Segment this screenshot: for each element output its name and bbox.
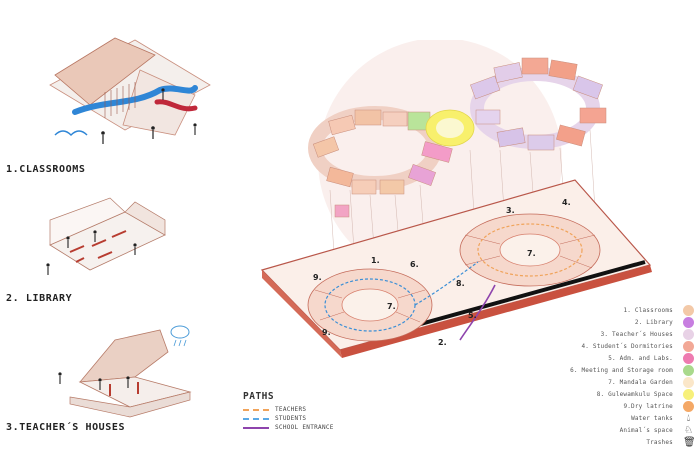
legend-label: 5. Adm. and Labs. [608, 355, 673, 362]
plan-number-9b: 9. [322, 328, 331, 337]
library-isometric-drawing [46, 197, 166, 275]
plan-number-4: 4. [562, 198, 571, 207]
plan-number-5: 5. [468, 311, 477, 320]
paths-title: PATHS [243, 391, 275, 402]
teachers-path-line [243, 408, 269, 411]
classrooms-section-title: 1.CLASSROOMS [6, 164, 86, 175]
legend-item-dormitories: 4. Student´s Dormitories [581, 341, 694, 352]
legend-label: Animal´s space [619, 427, 673, 434]
animal-icon: ♘ [684, 425, 693, 436]
legend-label: 2. Library [634, 319, 673, 326]
legend-swatch [683, 377, 694, 388]
legend-item-dry-latrine: 9.Dry latrine [623, 401, 694, 412]
legend-label: 3. Teacher´s Houses [600, 331, 673, 338]
legend-item-classrooms: 1. Classrooms [623, 305, 694, 316]
legend-item-gulewamkulu: 8. Gulewamkulu Space [597, 389, 694, 400]
students-path-line [243, 417, 269, 420]
plan-number-9a: 9. [313, 273, 322, 282]
legend-label: 1. Classrooms [623, 307, 673, 314]
legend-swatch [683, 365, 694, 376]
water-drop-icon: 💧︎ [686, 413, 691, 424]
path-students: STUDENTS [243, 414, 306, 423]
legend-item-teachers-houses: 3. Teacher´s Houses [601, 329, 694, 340]
path-school-entrance: SCHOOL ENTRANCE [243, 423, 334, 432]
plan-number-6: 6. [410, 260, 419, 269]
legend-item-animals-space: Animal´s space ♘ [620, 425, 694, 436]
legend-item-adm-labs: 5. Adm. and Labs. [608, 353, 694, 364]
legend-swatch [683, 389, 694, 400]
legend-label: 9.Dry latrine [623, 403, 673, 410]
plan-number-2: 2. [438, 338, 447, 347]
legend-item-library: 2. Library [635, 317, 694, 328]
legend-label: 7. Mandala Garden [608, 379, 673, 386]
plan-number-1: 1. [371, 256, 380, 265]
legend-label: 4. Student´s Dormitories [581, 343, 673, 350]
library-section-title: 2. LIBRARY [6, 293, 73, 304]
classrooms-isometric-drawing [49, 37, 211, 144]
school-entrance-path-line [243, 426, 269, 429]
legend-label: 6. Meeting and Storage room [570, 367, 673, 374]
legend-item-water-tanks: Water tanks 💧︎ [631, 413, 694, 424]
plan-number-7b: 7. [527, 249, 536, 258]
plan-number-8: 8. [456, 279, 465, 288]
path-teachers: TEACHERS [243, 405, 306, 414]
legend-swatch [683, 329, 694, 340]
trash-icon: 🗑︎ [683, 437, 696, 448]
legend-swatch [683, 401, 694, 412]
students-path-label: STUDENTS [275, 415, 307, 422]
legend-label: Trashes [646, 439, 673, 446]
legend-item-meeting-storage: 6. Meeting and Storage room [570, 365, 694, 376]
legend-item-trashes: Trashes 🗑︎ [646, 437, 696, 448]
site-plan-diagram [260, 40, 652, 358]
teachers-path-label: TEACHERS [275, 406, 307, 413]
school-entrance-path-label: SCHOOL ENTRANCE [275, 424, 334, 431]
legend-label: Water tanks [631, 415, 673, 422]
plan-number-3: 3. [506, 206, 515, 215]
teachers-houses-section-title: 3.TEACHER´S HOUSES [6, 422, 126, 433]
teachers-houses-isometric-drawing [58, 325, 192, 418]
legend-swatch [683, 341, 694, 352]
legend-item-mandala-garden: 7. Mandala Garden [608, 377, 694, 388]
legend-swatch [683, 353, 694, 364]
legend-swatch [683, 317, 694, 328]
legend-swatch [683, 305, 694, 316]
legend-label: 8. Gulewamkulu Space [596, 391, 673, 398]
plan-number-7a: 7. [387, 302, 396, 311]
